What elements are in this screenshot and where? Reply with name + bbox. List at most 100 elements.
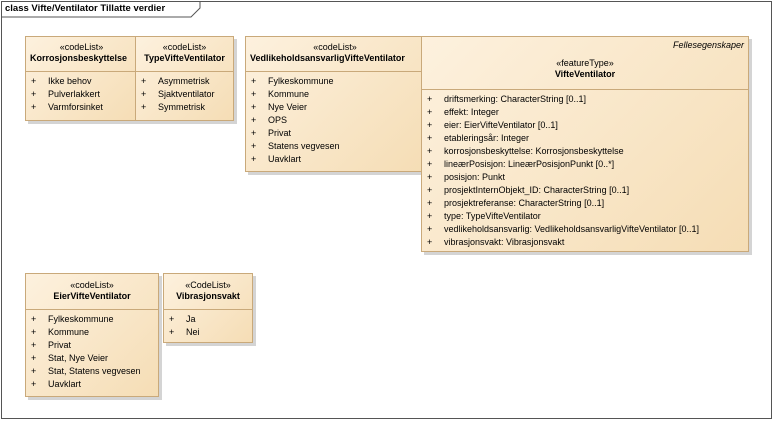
item-text: Symmetrisk (158, 102, 205, 112)
list-item: + eier: EierVifteVentilator [0..1] (427, 119, 748, 132)
list-item: + Asymmetrisk (141, 75, 233, 88)
item-text: OPS (268, 115, 288, 125)
visibility-marker: + (427, 211, 433, 221)
item-text: Kommune (268, 89, 310, 99)
class-name: VifteVentilator (554, 69, 616, 79)
class-items: + Fylkeskommune + Kommune + Nye Veier + OPS + Pri… (246, 72, 424, 166)
frame-tab-outline (1, 1, 201, 18)
list-item: + Varmforsinket (31, 101, 137, 114)
visibility-marker: + (31, 314, 37, 324)
visibility-marker: + (141, 76, 147, 86)
item-text: Uavklart (268, 154, 302, 164)
class-name: Vibrasjonsvakt (176, 291, 240, 301)
list-item: +Nei (169, 326, 252, 339)
visibility-marker: + (427, 133, 433, 143)
list-item: +posisjon: Punkt (427, 171, 748, 184)
item-text: Varmforsinket (48, 102, 103, 112)
item-text: Stat, Statens vegvesen (48, 366, 141, 376)
item-text: Ikke behov (48, 76, 92, 86)
visibility-marker: + (31, 76, 37, 86)
visibility-marker: + (251, 102, 257, 112)
list-item: + driftsmerking: CharacterString [0..1] (427, 93, 748, 106)
class-attributes: +driftsmerking: CharacterString [0..1]+e… (422, 90, 748, 249)
list-item: + lineærPosisjon: LineærPosisjonPunkt [0.… (427, 158, 748, 171)
list-item: +vedlikeholdsansvarlig: Vedlikeholdsansv… (427, 223, 748, 236)
class-vibrasjonsvakt[interactable]: «CodeList» Vibrasjonsvakt + Ja +Nei (163, 273, 253, 343)
class-vifteventilator[interactable]: Fellesegenskaper «featureType» VifteVent… (421, 36, 749, 252)
visibility-marker: + (31, 102, 37, 112)
frame-title: class Vifte/Ventilator Tillatte verdier (5, 3, 166, 14)
class-header: «codeList» VedlikeholdsansvarligVifteVen… (246, 37, 424, 72)
visibility-marker: + (169, 314, 175, 324)
class-name: TypeVifteVentilator (144, 53, 225, 63)
class-header: «codeList» TypeVifteVentilator (136, 37, 233, 72)
item-text: eier: EierVifteVentilator [0..1] (444, 120, 558, 130)
class-header: Fellesegenskaper «featureType» VifteVent… (422, 37, 748, 90)
item-text: lineærPosisjon: LineærPosisjonPunkt [0..… (444, 159, 615, 169)
visibility-marker: + (427, 94, 433, 104)
class-korrosjonsbeskyttelse[interactable]: «codeList» Korrosjonsbeskyttelse +Ikke b… (25, 36, 138, 121)
list-item: + Statens vegvesen (251, 140, 424, 153)
item-text: korrosjonsbeskyttelse: Korrosjonsbeskytt… (444, 146, 624, 156)
visibility-marker: + (31, 366, 37, 376)
class-header: «CodeList» Vibrasjonsvakt (164, 274, 252, 310)
list-item: + Nye Veier (251, 101, 424, 114)
visibility-marker: + (251, 76, 257, 86)
visibility-marker: + (169, 327, 175, 337)
class-items: + Ja +Nei (164, 310, 252, 339)
class-typevifteventilator[interactable]: «codeList» TypeVifteVentilator + Asymmetr… (135, 36, 234, 121)
list-item: + Stat, Statens vegvesen (31, 365, 158, 378)
list-item: + OPS (251, 114, 424, 127)
list-item: +Stat, Nye Veier (31, 352, 158, 365)
class-vedlikeholdsansvarligvifteventilator[interactable]: «codeList» VedlikeholdsansvarligVifteVen… (245, 36, 425, 172)
item-text: Privat (268, 128, 292, 138)
item-text: prosjektreferanse: CharacterString [0..1… (444, 198, 605, 208)
class-eiervifteventilator[interactable]: «codeList» EierVifteVentilator +Fylkesko… (25, 273, 159, 397)
item-text: Nye Veier (268, 102, 308, 112)
package-label: Fellesegenskaper (672, 40, 744, 50)
item-text: Statens vegvesen (268, 141, 340, 151)
visibility-marker: + (31, 340, 37, 350)
list-item: +vibrasjonsvakt: Vibrasjonsvakt (427, 236, 748, 249)
visibility-marker: + (251, 128, 257, 138)
item-text: Fylkeskommune (268, 76, 334, 86)
visibility-marker: + (251, 141, 257, 151)
item-text: posisjon: Punkt (444, 172, 506, 182)
stereotype-label: «CodeList» (185, 280, 231, 290)
stereotype-label: «codeList» (313, 42, 357, 52)
stereotype-label: «codeList» (162, 42, 207, 52)
list-item: +Pulverlakkert (31, 88, 137, 101)
list-item: +Uavklart (251, 153, 424, 166)
item-text: driftsmerking: CharacterString [0..1] (444, 94, 587, 104)
visibility-marker: + (31, 89, 37, 99)
visibility-marker: + (427, 120, 433, 130)
list-item: + prosjektreferanse: CharacterString [0..… (427, 197, 748, 210)
list-item: + Symmetrisk (141, 101, 233, 114)
visibility-marker: + (251, 115, 257, 125)
list-item: +type: TypeVifteVentilator (427, 210, 748, 223)
list-item: + Ikke behov (31, 75, 137, 88)
class-items: +Asymmetrisk+Sjaktventilator+Symmetrisk (136, 72, 233, 114)
visibility-marker: + (141, 102, 147, 112)
visibility-marker: + (31, 353, 37, 363)
list-item: +etableringsår: Integer (427, 132, 748, 145)
class-header: «codeList» EierVifteVentilator (26, 274, 158, 310)
visibility-marker: + (427, 159, 433, 169)
visibility-marker: + (427, 146, 433, 156)
item-text: Uavklart (48, 379, 82, 389)
visibility-marker: + (141, 89, 147, 99)
class-name: VedlikeholdsansvarligVifteVentilator (250, 53, 405, 63)
visibility-marker: + (427, 107, 433, 117)
class-name: EierVifteVentilator (53, 291, 131, 301)
item-text: effekt: Integer (444, 107, 499, 117)
list-item: + Kommune (251, 88, 424, 101)
item-text: Asymmetrisk (158, 76, 210, 86)
visibility-marker: + (427, 224, 433, 234)
visibility-marker: + (427, 198, 433, 208)
stereotype-label: «codeList» (59, 42, 104, 52)
visibility-marker: + (31, 327, 37, 337)
list-item: + Fylkeskommune (251, 75, 424, 88)
visibility-marker: + (251, 89, 257, 99)
item-text: Ja (186, 314, 196, 324)
item-text: Kommune (48, 327, 90, 337)
